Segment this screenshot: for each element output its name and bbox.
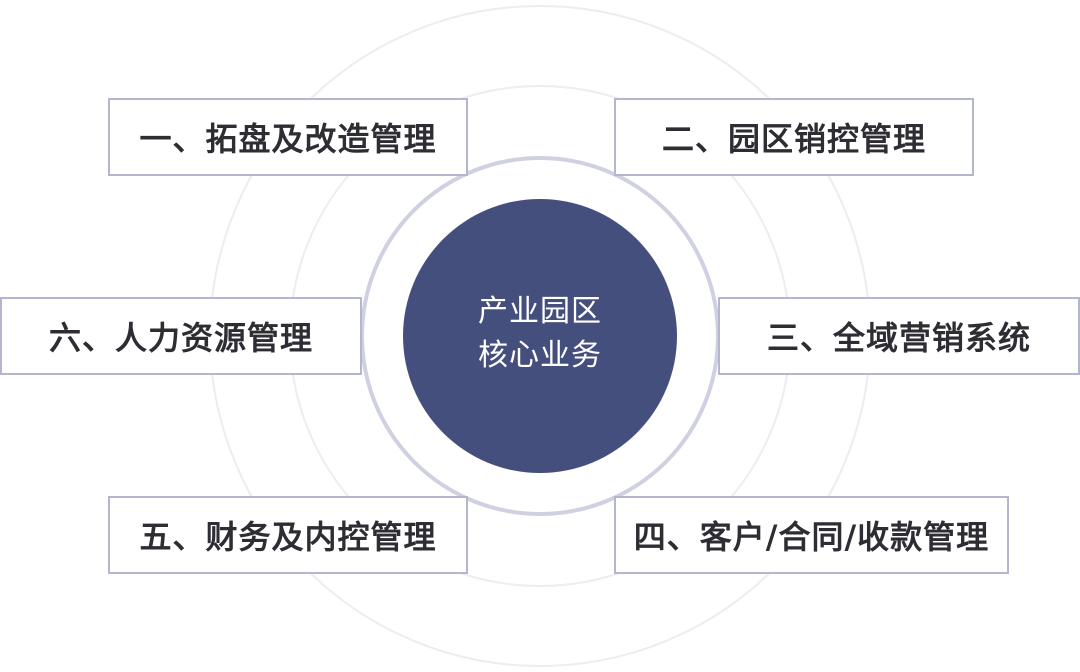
center-label-line1: 产业园区 [478,294,602,329]
module-box-3: 三、全域营销系统 [718,297,1080,375]
center-circle [403,199,677,473]
center-label: 产业园区 核心业务 [420,290,660,378]
module-box-2: 二、园区销控管理 [614,98,974,176]
module-box-5: 五、财务及内控管理 [108,496,468,574]
module-box-1: 一、拓盘及改造管理 [108,98,468,176]
module-box-6: 六、人力资源管理 [0,297,362,375]
center-label-line2: 核心业务 [478,338,602,373]
module-box-4: 四、客户/合同/收款管理 [614,496,1009,574]
